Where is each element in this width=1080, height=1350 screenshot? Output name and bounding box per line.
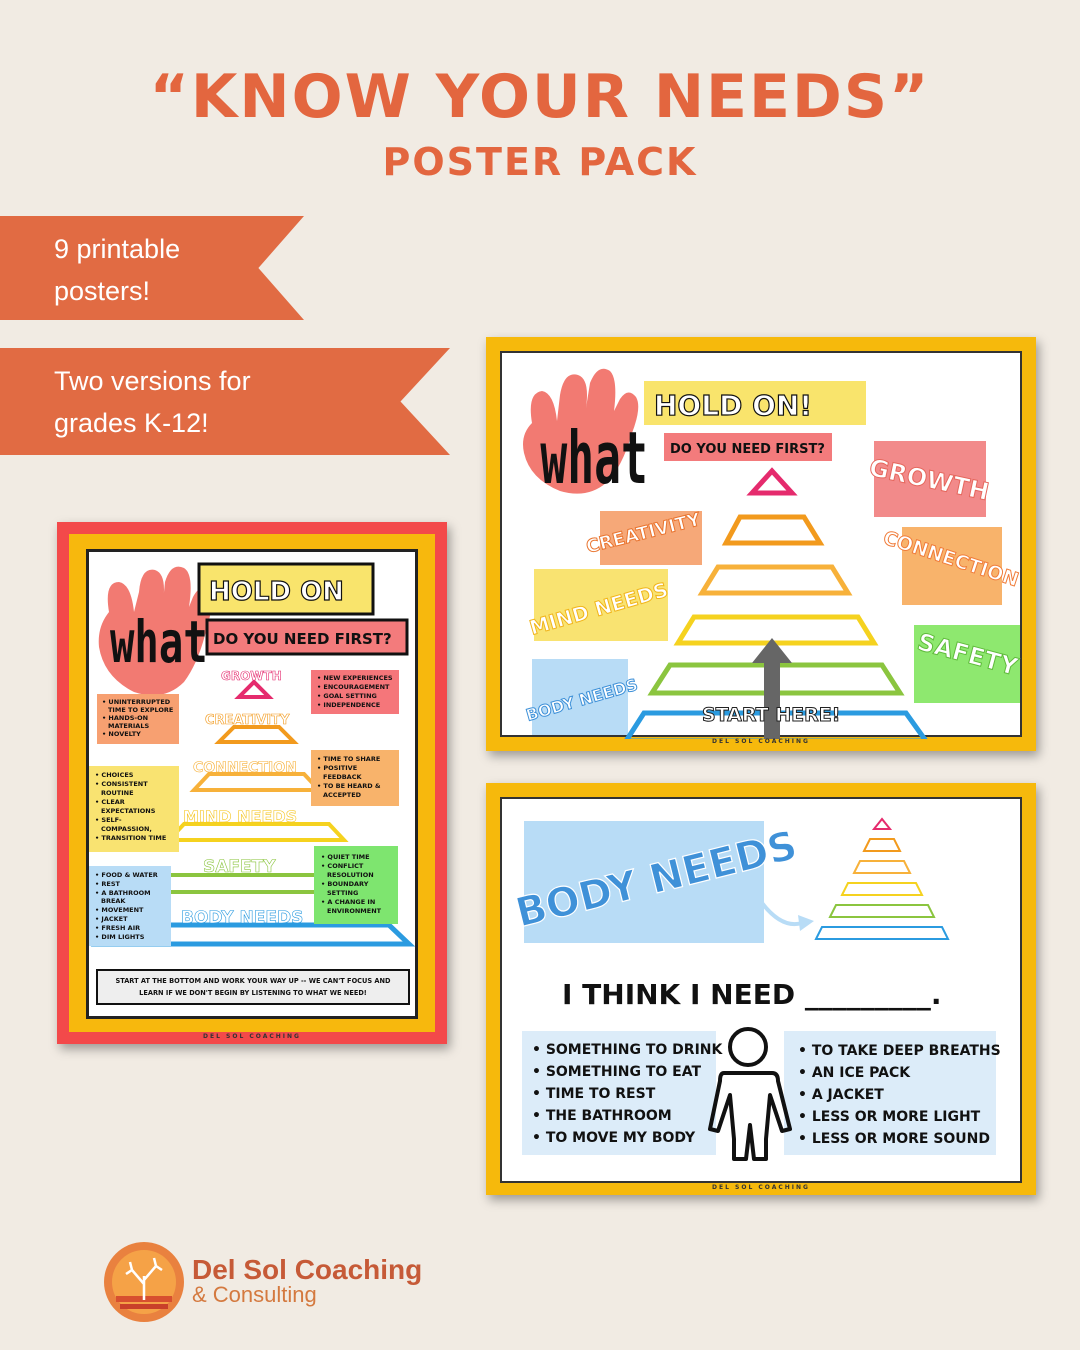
svg-text:BREAK: BREAK <box>101 897 126 905</box>
svg-text:• SOMETHING TO EAT: • SOMETHING TO EAT <box>532 1064 701 1080</box>
poster-portrait: what HOLD ON DO YOU NEED FIRST? GROWTH C… <box>57 522 447 1044</box>
svg-text:• UNINTERRUPTED: • UNINTERRUPTED <box>102 698 171 706</box>
svg-text:• A CHANGE IN: • A CHANGE IN <box>321 898 375 906</box>
svg-text:CREATIVITY: CREATIVITY <box>205 713 290 728</box>
svg-text:EXPECTATIONS: EXPECTATIONS <box>101 807 156 815</box>
hand-icon <box>98 566 212 696</box>
poster-portrait-art: what HOLD ON DO YOU NEED FIRST? GROWTH C… <box>83 562 416 1005</box>
svg-text:ENVIRONMENT: ENVIRONMENT <box>327 907 382 915</box>
svg-text:what: what <box>540 417 647 501</box>
svg-text:ROUTINE: ROUTINE <box>101 789 134 797</box>
banner-line: Two versions for <box>54 366 251 396</box>
poster-body-needs: BODY NEEDS I THINK I NEED _________. • S… <box>486 783 1036 1195</box>
svg-text:MATERIALS: MATERIALS <box>108 722 149 730</box>
svg-text:• A BATHROOM: • A BATHROOM <box>95 889 151 897</box>
banner-printable: 9 printable posters! <box>0 216 304 320</box>
svg-text:GROWTH: GROWTH <box>221 669 282 683</box>
brand-sub: & Consulting <box>192 1282 317 1307</box>
svg-text:• SOMETHING TO DRINK: • SOMETHING TO DRINK <box>532 1042 724 1058</box>
page-subtitle: POSTER PACK <box>382 140 698 184</box>
svg-text:I THINK I NEED _________.: I THINK I NEED _________. <box>562 978 941 1011</box>
svg-text:• DIM LIGHTS: • DIM LIGHTS <box>95 933 145 941</box>
svg-text:START HERE!: START HERE! <box>702 704 840 726</box>
svg-text:• REST: • REST <box>95 880 121 888</box>
svg-text:• BOUNDARY: • BOUNDARY <box>321 880 369 888</box>
hand-icon <box>523 368 639 494</box>
svg-text:• GOAL SETTING: • GOAL SETTING <box>317 692 377 700</box>
svg-text:• NOVELTY: • NOVELTY <box>102 730 141 738</box>
svg-text:• INDEPENDENCE: • INDEPENDENCE <box>317 701 380 709</box>
svg-text:• TO MOVE MY BODY: • TO MOVE MY BODY <box>532 1130 696 1146</box>
banner-versions: Two versions for grades K-12! <box>0 348 450 455</box>
svg-text:• TIME TO SHARE: • TIME TO SHARE <box>317 755 380 763</box>
poster-pyramid-art: what HOLD ON! DO YOU NEED FIRST? GROWTH … <box>523 368 1022 745</box>
svg-text:• MOVEMENT: • MOVEMENT <box>95 906 144 914</box>
banner-line: grades K-12! <box>54 408 209 438</box>
svg-text:LEARN IF WE DON'T BEGIN BY LIS: LEARN IF WE DON'T BEGIN BY LISTENING TO … <box>139 989 367 997</box>
sun-logo-icon <box>104 1242 184 1322</box>
person-icon <box>708 1027 792 1161</box>
svg-text:• LESS OR MORE LIGHT: • LESS OR MORE LIGHT <box>798 1109 981 1125</box>
svg-text:HOLD ON: HOLD ON <box>209 577 344 607</box>
svg-text:TIME TO EXPLORE: TIME TO EXPLORE <box>108 706 173 714</box>
svg-text:• FRESH AIR: • FRESH AIR <box>95 924 140 932</box>
svg-text:• ENCOURAGEMENT: • ENCOURAGEMENT <box>317 683 390 691</box>
svg-text:• QUIET TIME: • QUIET TIME <box>321 853 370 861</box>
svg-text:COMPASSION,: COMPASSION, <box>101 825 152 833</box>
svg-text:• JACKET: • JACKET <box>95 915 128 923</box>
svg-text:• LESS OR MORE SOUND: • LESS OR MORE SOUND <box>798 1131 990 1147</box>
banner-line: posters! <box>54 276 151 306</box>
svg-text:• AN ICE PACK: • AN ICE PACK <box>798 1065 911 1081</box>
poster-brand: DEL SOL COACHING <box>712 738 810 745</box>
svg-text:ACCEPTED: ACCEPTED <box>323 791 362 799</box>
poster-brand: DEL SOL COACHING <box>712 1184 810 1191</box>
svg-text:START AT THE BOTTOM AND WORK Y: START AT THE BOTTOM AND WORK YOUR WAY UP… <box>115 977 391 985</box>
poster-brand: DEL SOL COACHING <box>203 1033 301 1040</box>
banner-line: 9 printable <box>54 234 181 264</box>
page-title: “KNOW YOUR NEEDS” <box>149 62 931 132</box>
svg-text:SETTING: SETTING <box>327 889 358 897</box>
svg-text:• SELF-: • SELF- <box>95 816 122 824</box>
svg-text:• CONSISTENT: • CONSISTENT <box>95 780 148 788</box>
svg-text:CONNECTION: CONNECTION <box>193 760 297 776</box>
svg-text:• TIME TO REST: • TIME TO REST <box>532 1086 656 1102</box>
svg-text:DO YOU NEED FIRST?: DO YOU NEED FIRST? <box>213 630 392 648</box>
svg-text:• TO BE HEARD &: • TO BE HEARD & <box>317 782 381 790</box>
svg-text:• POSITIVE: • POSITIVE <box>317 764 357 772</box>
svg-text:MIND NEEDS: MIND NEEDS <box>183 807 297 826</box>
svg-text:SAFETY: SAFETY <box>203 857 276 877</box>
svg-text:• NEW EXPERIENCES: • NEW EXPERIENCES <box>317 674 393 682</box>
svg-text:• HANDS-ON: • HANDS-ON <box>102 714 148 722</box>
svg-text:• TO TAKE DEEP BREATHS: • TO TAKE DEEP BREATHS <box>798 1043 1001 1059</box>
svg-text:HOLD ON!: HOLD ON! <box>654 389 812 422</box>
svg-text:• CONFLICT: • CONFLICT <box>321 862 364 870</box>
svg-text:• CHOICES: • CHOICES <box>95 771 134 779</box>
svg-text:RESOLUTION: RESOLUTION <box>327 871 374 879</box>
svg-text:• CLEAR: • CLEAR <box>95 798 125 806</box>
poster-pyramid: what HOLD ON! DO YOU NEED FIRST? GROWTH … <box>486 337 1036 751</box>
what-text: what <box>110 609 208 676</box>
svg-text:• THE BATHROOM: • THE BATHROOM <box>532 1108 672 1124</box>
svg-text:FEEDBACK: FEEDBACK <box>323 773 362 781</box>
poster-body-needs-art: BODY NEEDS I THINK I NEED _________. • S… <box>511 817 1001 1161</box>
brand-name: Del Sol Coaching <box>192 1254 423 1285</box>
svg-text:• FOOD & WATER: • FOOD & WATER <box>95 871 158 879</box>
svg-text:DO YOU NEED FIRST?: DO YOU NEED FIRST? <box>670 442 825 457</box>
svg-text:BODY NEEDS: BODY NEEDS <box>181 908 303 928</box>
svg-text:• A JACKET: • A JACKET <box>798 1087 884 1103</box>
svg-text:• TRANSITION TIME: • TRANSITION TIME <box>95 834 166 842</box>
